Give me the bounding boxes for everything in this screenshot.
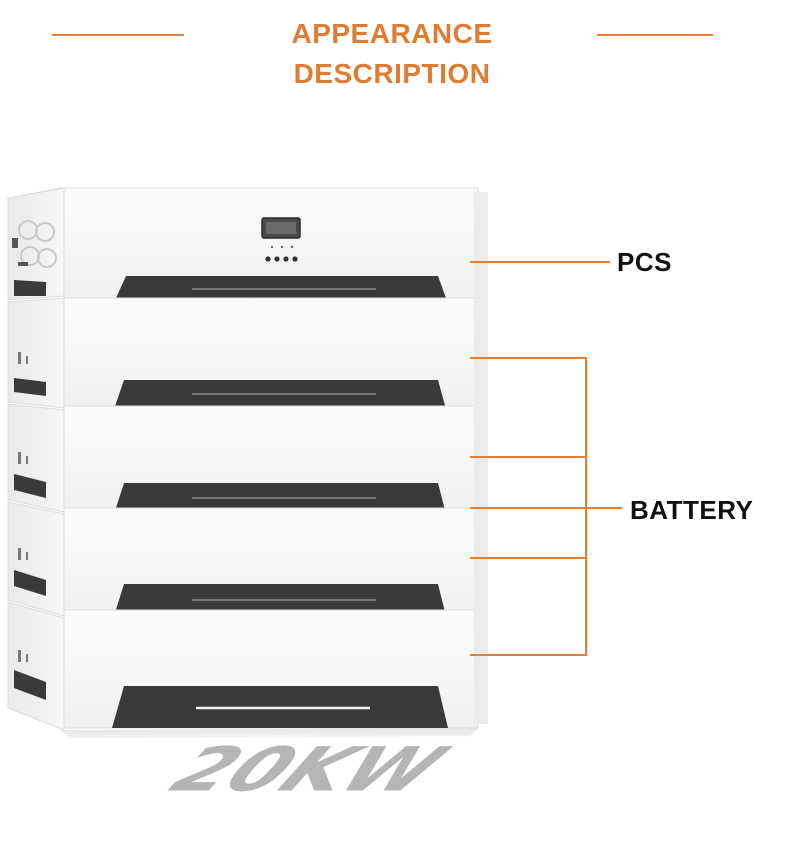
battery-side-handle — [14, 570, 46, 596]
battery-side-handle — [14, 670, 46, 700]
lcd-screen — [266, 222, 296, 234]
battery-side-face — [7, 403, 65, 513]
port-icon — [12, 238, 18, 248]
vent-icon — [35, 222, 55, 242]
section-header: APPEARANCE DESCRIPTION — [0, 14, 790, 89]
port-icon — [18, 650, 21, 662]
watermark-text: 20KW — [148, 734, 467, 805]
callouts — [470, 261, 622, 656]
port-icon — [18, 262, 28, 266]
port-icon — [26, 356, 28, 364]
battery-label: BATTERY — [630, 495, 754, 525]
control-button-icon — [283, 256, 289, 262]
pcs-right-edge — [474, 192, 488, 298]
pcs-handle — [116, 276, 446, 298]
port-icon — [26, 456, 28, 464]
indicator-led-icon — [270, 245, 274, 249]
header-divider-right — [597, 34, 713, 36]
control-button-icon — [292, 256, 298, 262]
battery-right-edge — [474, 506, 488, 614]
indicator-led-icon — [290, 245, 294, 249]
battery-side-handle — [14, 378, 46, 396]
battery-module-1 — [7, 297, 488, 409]
header-title: APPEARANCE DESCRIPTION — [291, 18, 493, 89]
port-icon — [26, 654, 28, 662]
port-icon — [18, 452, 21, 464]
indicator-led-icon — [280, 245, 284, 249]
control-button-icon — [265, 256, 271, 262]
battery-module-4 — [7, 601, 488, 731]
port-icon — [18, 352, 21, 364]
battery-module-2 — [7, 403, 488, 514]
pcs-module — [7, 187, 488, 301]
battery-right-edge — [474, 608, 488, 724]
battery-side-handle — [14, 474, 46, 498]
battery-side-face — [7, 601, 65, 731]
port-icon — [18, 548, 21, 560]
battery-module-3 — [7, 501, 488, 617]
pcs-side-handle — [14, 280, 46, 296]
vent-icon — [37, 248, 57, 268]
capacity-watermark: 20KW — [148, 734, 467, 805]
port-icon — [26, 552, 28, 560]
battery-side-face — [7, 501, 65, 617]
battery-right-edge — [474, 298, 488, 406]
header-divider-left — [52, 34, 184, 36]
floor-shadow — [60, 728, 478, 738]
pcs-label: PCS — [617, 247, 672, 277]
control-button-icon — [274, 256, 280, 262]
